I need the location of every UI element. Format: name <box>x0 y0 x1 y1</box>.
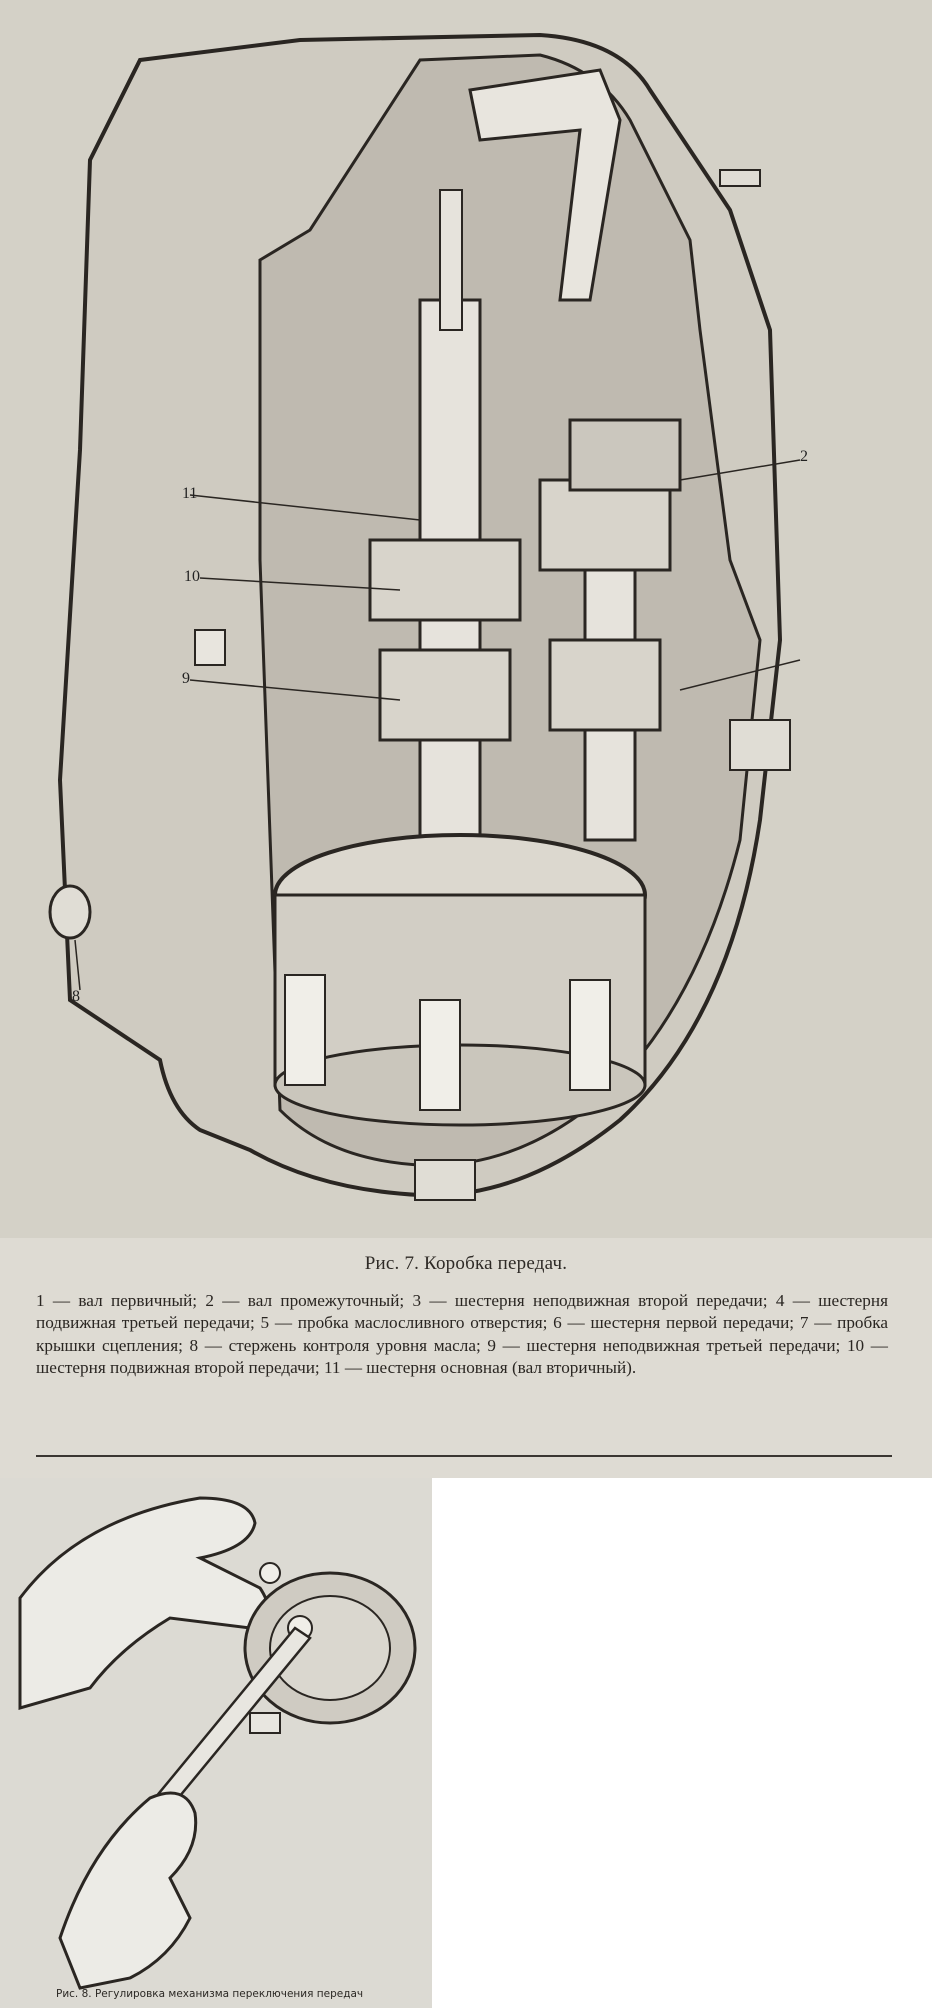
figure-7-legend: 1 — вал первичный; 2 — вал промежуточный… <box>36 1291 888 1378</box>
callout-11: 11 <box>182 485 198 502</box>
gear-shift-adjustment-illustration <box>18 1496 417 1990</box>
callout-8: 8 <box>72 988 80 1005</box>
callout-9: 9 <box>182 670 190 687</box>
figure-7-caption-area <box>0 1238 932 1478</box>
divider-rule <box>36 1455 892 1457</box>
callout-10: 10 <box>184 568 200 585</box>
callout-2: 2 <box>800 448 808 465</box>
figure-7-title: Рис. 7. Коробка передач. <box>364 1253 568 1274</box>
figure-7-gearbox-drawing <box>48 32 801 1201</box>
gearbox-illustration <box>48 32 801 1201</box>
figure-8-caption: Рис. 8. Регулировка механизма переключен… <box>56 1988 364 2000</box>
figure-8-drawing <box>0 1478 432 2008</box>
